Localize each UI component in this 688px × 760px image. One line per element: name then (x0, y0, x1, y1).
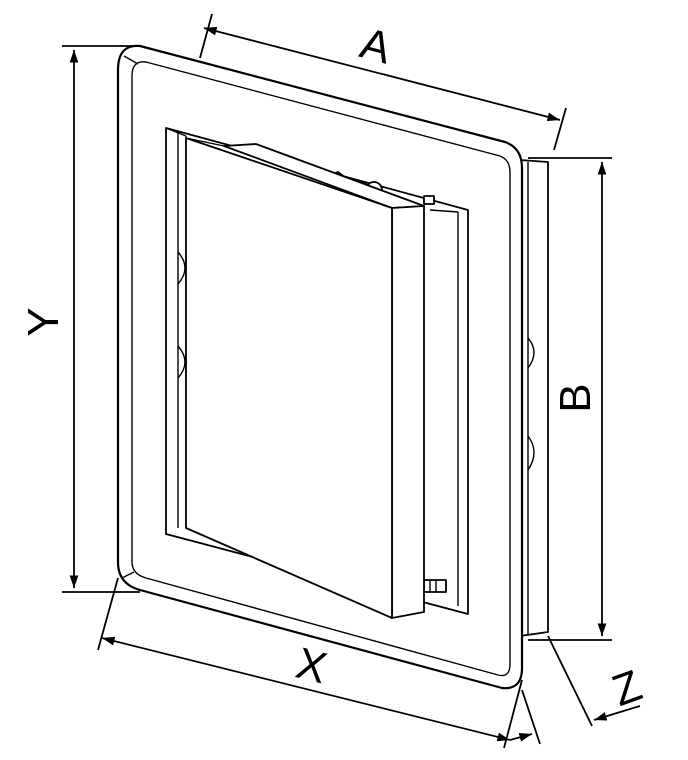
hinge-upper (177, 251, 186, 285)
dimension-z: Z (509, 635, 648, 745)
hinge-lower (177, 345, 186, 379)
label-b: B (551, 383, 600, 412)
latch-bottom (423, 579, 447, 593)
box-lug-upper (527, 337, 535, 369)
dimension-b: B (528, 157, 612, 641)
label-x: X (291, 639, 331, 694)
back-box (519, 159, 549, 637)
label-y: Y (19, 307, 68, 336)
dimension-x: X (97, 577, 523, 749)
dimension-y: Y (19, 45, 140, 593)
open-door (185, 137, 425, 619)
label-z: Z (606, 661, 648, 716)
box-lug-lower (527, 435, 535, 471)
label-a: A (355, 19, 397, 74)
